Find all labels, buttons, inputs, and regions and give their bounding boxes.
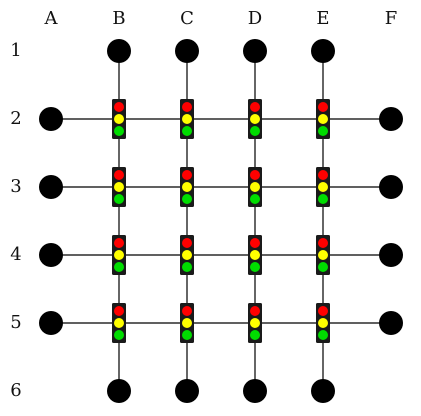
node-d6: [243, 379, 267, 403]
road-lines: [51, 51, 391, 391]
terminal-nodes: [39, 39, 403, 403]
red-lamp-icon: [114, 170, 124, 180]
column-label-e: E: [316, 8, 329, 29]
red-lamp-icon: [250, 102, 260, 112]
yellow-lamp-icon: [114, 318, 124, 328]
yellow-lamp-icon: [114, 114, 124, 124]
traffic-light-e3: [316, 167, 330, 207]
green-lamp-icon: [114, 126, 124, 136]
red-lamp-icon: [182, 102, 192, 112]
traffic-light-d3: [248, 167, 262, 207]
traffic-light-b5: [112, 303, 126, 343]
green-lamp-icon: [318, 262, 328, 272]
green-lamp-icon: [182, 262, 192, 272]
traffic-light-c2: [180, 99, 194, 139]
traffic-light-c4: [180, 235, 194, 275]
red-lamp-icon: [114, 238, 124, 248]
red-lamp-icon: [250, 238, 260, 248]
green-lamp-icon: [250, 330, 260, 340]
traffic-light-d2: [248, 99, 262, 139]
traffic-light-e5: [316, 303, 330, 343]
yellow-lamp-icon: [318, 250, 328, 260]
row-label-1: 1: [10, 40, 21, 61]
traffic-lights: [112, 99, 330, 343]
yellow-lamp-icon: [318, 114, 328, 124]
traffic-light-b4: [112, 235, 126, 275]
node-c1: [175, 39, 199, 63]
green-lamp-icon: [250, 262, 260, 272]
green-lamp-icon: [250, 194, 260, 204]
node-e1: [311, 39, 335, 63]
red-lamp-icon: [318, 102, 328, 112]
column-label-f: F: [385, 8, 398, 29]
red-lamp-icon: [114, 102, 124, 112]
red-lamp-icon: [318, 238, 328, 248]
traffic-light-c5: [180, 303, 194, 343]
red-lamp-icon: [182, 170, 192, 180]
node-a2: [39, 107, 63, 131]
node-f4: [379, 243, 403, 267]
red-lamp-icon: [182, 238, 192, 248]
traffic-light-e2: [316, 99, 330, 139]
green-lamp-icon: [250, 126, 260, 136]
yellow-lamp-icon: [250, 114, 260, 124]
green-lamp-icon: [318, 330, 328, 340]
traffic-light-b3: [112, 167, 126, 207]
red-lamp-icon: [318, 306, 328, 316]
yellow-lamp-icon: [318, 182, 328, 192]
green-lamp-icon: [114, 330, 124, 340]
column-labels: A B C D E F: [44, 8, 398, 29]
yellow-lamp-icon: [182, 250, 192, 260]
green-lamp-icon: [182, 126, 192, 136]
node-c6: [175, 379, 199, 403]
yellow-lamp-icon: [250, 318, 260, 328]
column-label-d: D: [248, 8, 262, 29]
column-label-a: A: [44, 8, 59, 29]
row-label-6: 6: [10, 380, 21, 401]
row-label-3: 3: [10, 176, 21, 197]
green-lamp-icon: [182, 194, 192, 204]
column-label-c: C: [180, 8, 194, 29]
traffic-light-c3: [180, 167, 194, 207]
node-a3: [39, 175, 63, 199]
traffic-light-e4: [316, 235, 330, 275]
yellow-lamp-icon: [114, 250, 124, 260]
row-label-4: 4: [10, 244, 21, 265]
yellow-lamp-icon: [114, 182, 124, 192]
node-a5: [39, 311, 63, 335]
row-label-2: 2: [10, 108, 21, 129]
yellow-lamp-icon: [182, 114, 192, 124]
yellow-lamp-icon: [250, 182, 260, 192]
yellow-lamp-icon: [318, 318, 328, 328]
row-label-5: 5: [10, 312, 21, 333]
red-lamp-icon: [250, 170, 260, 180]
row-labels: 1 2 3 4 5 6: [10, 40, 21, 401]
node-e6: [311, 379, 335, 403]
green-lamp-icon: [318, 126, 328, 136]
yellow-lamp-icon: [250, 250, 260, 260]
node-b1: [107, 39, 131, 63]
red-lamp-icon: [114, 306, 124, 316]
node-f2: [379, 107, 403, 131]
traffic-light-b2: [112, 99, 126, 139]
node-b6: [107, 379, 131, 403]
green-lamp-icon: [182, 330, 192, 340]
node-a4: [39, 243, 63, 267]
red-lamp-icon: [318, 170, 328, 180]
green-lamp-icon: [114, 262, 124, 272]
node-f3: [379, 175, 403, 199]
traffic-light-d4: [248, 235, 262, 275]
column-label-b: B: [112, 8, 125, 29]
red-lamp-icon: [250, 306, 260, 316]
green-lamp-icon: [318, 194, 328, 204]
yellow-lamp-icon: [182, 182, 192, 192]
node-f5: [379, 311, 403, 335]
yellow-lamp-icon: [182, 318, 192, 328]
traffic-light-d5: [248, 303, 262, 343]
green-lamp-icon: [114, 194, 124, 204]
node-d1: [243, 39, 267, 63]
red-lamp-icon: [182, 306, 192, 316]
